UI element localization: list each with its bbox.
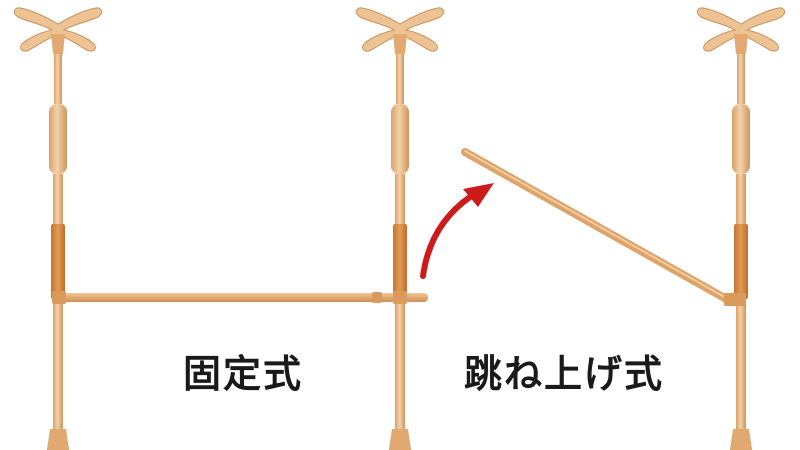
fixed-type-assembly: [13, 7, 445, 450]
fixed-type-label: 固定式: [183, 352, 304, 396]
flip-up-type-assembly: [461, 7, 786, 450]
fixed-handrail-bar: [58, 293, 428, 302]
curved-arrow-icon: [420, 183, 494, 279]
flip-up-type-label: 跳ね上げ式: [464, 352, 665, 396]
pole-right: [696, 7, 786, 450]
pole-left: [13, 7, 103, 450]
pole-middle: [355, 7, 445, 450]
